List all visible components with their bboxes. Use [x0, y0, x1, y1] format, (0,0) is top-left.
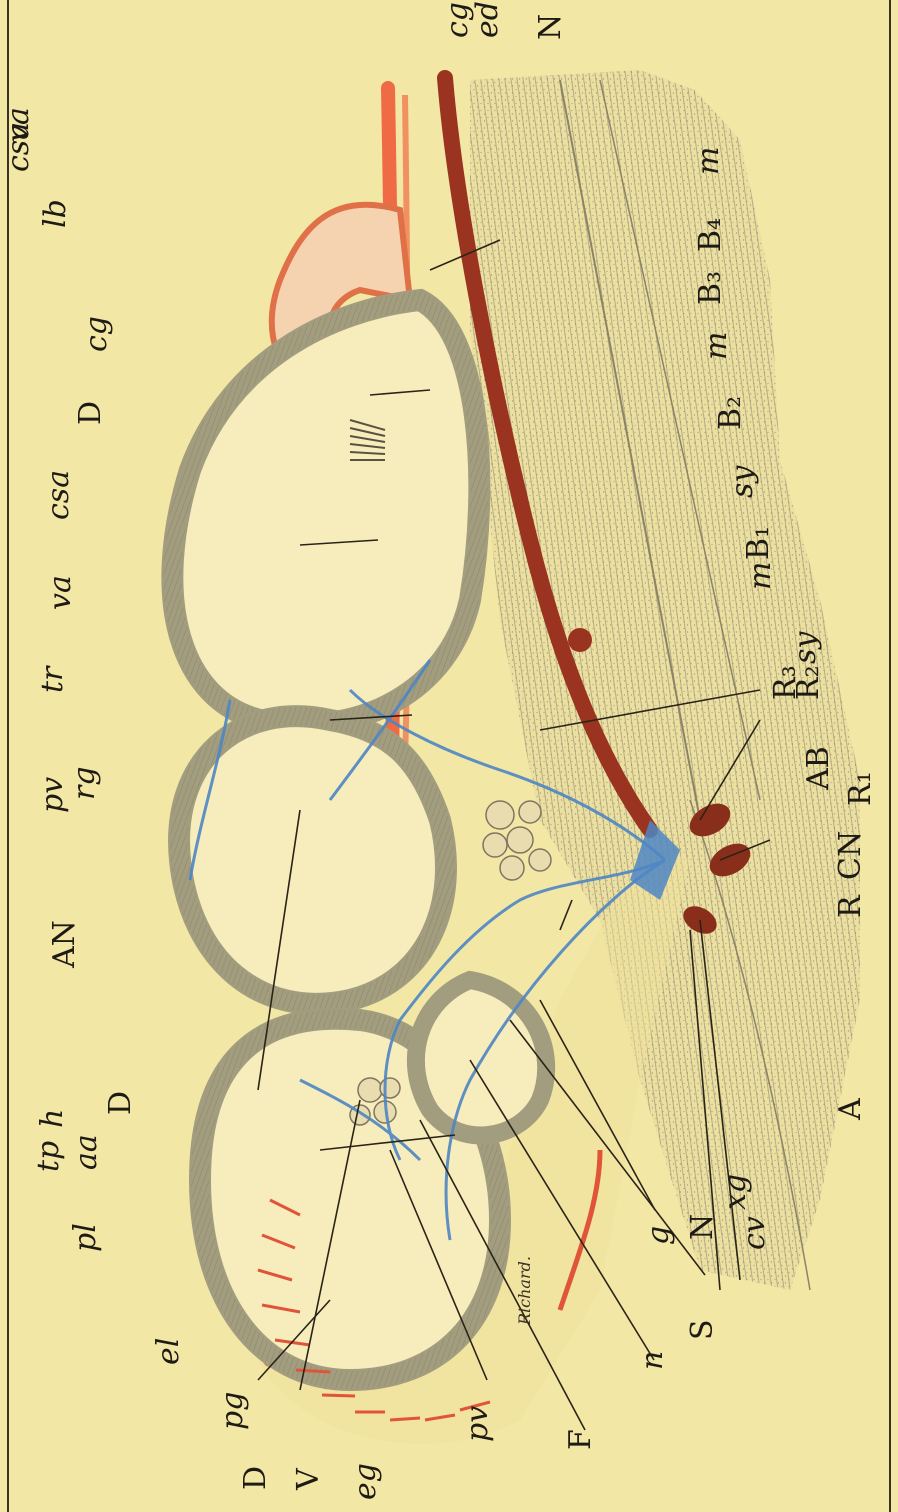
label-B1: B₁ — [741, 526, 776, 560]
label-sy-1: sy — [725, 465, 760, 498]
label-pg: pg — [215, 1392, 250, 1430]
label-va-1: va — [43, 575, 78, 610]
label-csa-1: csa — [41, 470, 76, 520]
label-cv: cv — [737, 1216, 772, 1250]
label-B3: B₃ — [693, 271, 728, 305]
label-n: n — [635, 1351, 670, 1370]
gut-fold-S — [416, 980, 546, 1135]
label-D-upper: D — [103, 1091, 138, 1115]
label-tp: tp — [31, 1141, 66, 1172]
label-A: A — [833, 1098, 868, 1121]
label-D-mid: D — [73, 401, 108, 425]
label-lb: lb — [38, 199, 73, 228]
label-m-1: m — [691, 147, 726, 175]
vessel-node-sy — [568, 628, 592, 652]
label-pl: pl — [68, 1223, 103, 1252]
label-R-visible: R — [833, 894, 868, 918]
label-N-bottom: N — [685, 1214, 720, 1240]
label-eg: eg — [348, 1463, 383, 1500]
label-ed-top: ed — [470, 1, 505, 38]
label-D-lower: D — [238, 1466, 273, 1490]
label-h: h — [35, 1109, 70, 1128]
label-el: el — [151, 1338, 186, 1365]
label-pv-1: pv — [35, 777, 70, 813]
label-N-top-right: N — [533, 14, 568, 40]
label-m-3: m — [743, 562, 778, 590]
label-AB-visible: AB — [801, 746, 836, 791]
label-aa: aa — [69, 1134, 104, 1170]
artist-signature: Richard. — [515, 1256, 534, 1326]
label-F: F — [563, 1429, 598, 1450]
label-m-2: m — [699, 332, 734, 360]
label-V: V — [291, 1467, 326, 1491]
label-AN: AN — [47, 920, 82, 969]
label-rg: rg — [67, 766, 102, 800]
label-B4: B₄ — [693, 218, 728, 252]
label-tr: tr — [35, 665, 70, 693]
label-CN-visible: CN — [833, 831, 868, 880]
label-R1-visible: R₁ — [843, 771, 878, 806]
label-g: g — [641, 1226, 676, 1245]
label-sy-2-visible: sy — [788, 631, 823, 664]
label-R2-visible: R₂ — [791, 665, 826, 700]
label-pv-2: pv — [460, 1406, 495, 1442]
label-csa-2: csa — [1, 122, 36, 172]
label-B2: B₂ — [713, 396, 748, 430]
label-xg: xg — [718, 1174, 753, 1210]
label-cg-1: cg — [79, 316, 114, 352]
label-S: S — [685, 1319, 720, 1340]
